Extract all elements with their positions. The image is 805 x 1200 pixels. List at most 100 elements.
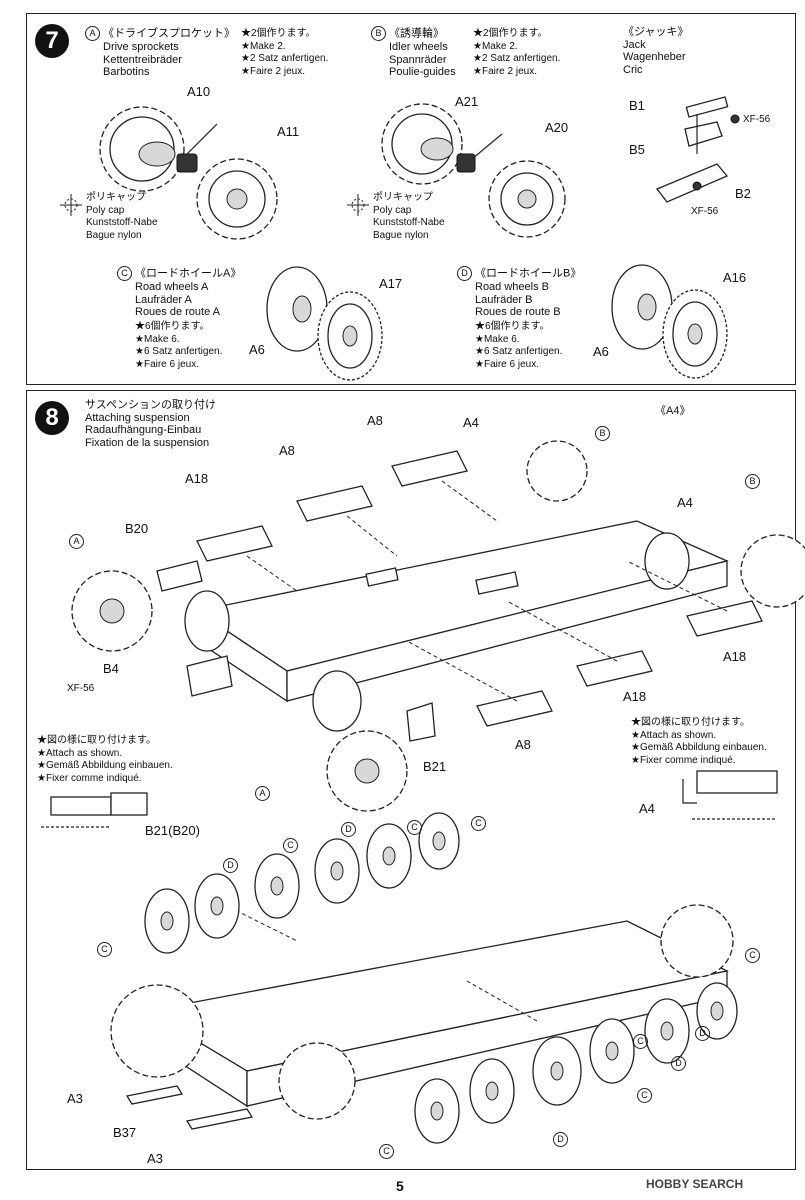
polycap-icon [60, 194, 82, 216]
step7c-fr: Roues de route A [135, 306, 221, 318]
part-label-a6-c: A6 [249, 342, 265, 357]
step7b-qty-en: ★Make 2. [473, 40, 518, 52]
step7a-qty-jp: ★2個作ります。 [241, 28, 316, 39]
letter-a-left-circle: A [69, 534, 84, 550]
suspension-lower-drawing [110, 900, 734, 1130]
road-wheel-a-drawing [266, 266, 383, 381]
label-xf56: XF-56 [67, 683, 95, 694]
step7c-qty: ★6個作ります。 ★Make 6. ★6 Satz anfertigen. ★F… [135, 321, 222, 371]
wheel-letter-top-6-circle: C [471, 816, 486, 832]
wheel-letter-top-3-circle: C [283, 838, 298, 854]
step7a-qty: ★2個作ります。 ★Make 2. ★2 Satz anfertigen. ★F… [241, 28, 328, 78]
step7a-qty-en: ★Make 2. [241, 40, 286, 52]
step7a-jp: 《ドライブスプロケット》 [103, 27, 235, 40]
step7a-fr: Barbotins [103, 66, 150, 78]
road-wheels-top-row [144, 812, 460, 954]
wheel-letter-top-2: D [223, 857, 241, 874]
label-b21: B21 [423, 759, 447, 774]
step8-title: サスペンションの取り付け Attaching suspension Radauf… [85, 399, 216, 449]
part-label-b2: B2 [735, 186, 751, 201]
letter-b-right: B [745, 473, 763, 490]
wheel-letter-top-5-circle: C [407, 820, 422, 836]
step8-panel: 8 サスペンションの取り付け Attaching suspension Rada… [26, 390, 805, 1170]
step7d-jp: 《ロードホイールB》 [475, 267, 582, 280]
part-label-a20: A20 [545, 120, 569, 135]
step7c-qty-de: ★6 Satz anfertigen. [135, 346, 223, 357]
letter-a-bottom-circle: A [255, 786, 270, 802]
wheel-letter-top-6: C [471, 815, 489, 832]
page-number: 5 [396, 1178, 404, 1194]
step7c-de: Laufräder A [135, 293, 192, 306]
note-right-fr: ★Fixer comme indiqué. [631, 754, 736, 766]
polycap-de-b: Kunststoff-Nabe [373, 217, 445, 228]
wheel-letter-top-4-circle: D [341, 822, 356, 838]
polycap-note-a: ポリキャップ Poly cap Kunststoff-Nabe Bague ny… [60, 192, 158, 242]
road-wheels-bottom-row [414, 982, 738, 1144]
wheel-letter-bottom-5: C [633, 1033, 651, 1050]
note-right-de: ★Gemäß Abbildung einbauen. [631, 742, 767, 753]
step7-number: 7 [35, 24, 69, 58]
label-b21-b20: B21(B20) [145, 823, 200, 838]
letter-a-left: A [69, 533, 87, 550]
note-right-jp: ★図の様に取り付けます。 [631, 717, 750, 728]
step7a-qty-fr: ★Faire 2 jeux. [241, 65, 305, 77]
wheel-letter-bottom-6-circle: D [695, 1026, 710, 1042]
step7d-text: D《ロードホイールB》 Road wheels B Laufräder B Ro… [457, 266, 581, 319]
letter-b-top-circle: B [595, 426, 610, 442]
polycap-icon [347, 194, 369, 216]
letter-b-top: B [595, 425, 613, 442]
polycap-en-b: Poly cap [373, 204, 412, 216]
step7b-de: Spannräder [389, 53, 447, 66]
polycap-fr-b: Bague nylon [373, 229, 429, 241]
jack-jp: 《ジャッキ》 [623, 26, 689, 38]
part-label-a11: A11 [277, 124, 300, 139]
step7d-letter: D [457, 266, 472, 281]
wheel-letter-bottom-2: D [553, 1131, 571, 1148]
polycap-en-a: Poly cap [86, 204, 125, 216]
polycap-de-a: Kunststoff-Nabe [86, 217, 158, 228]
label-b37: B37 [113, 1125, 137, 1140]
step7a-letter: A [85, 26, 100, 41]
label-a18-mid: A18 [623, 689, 647, 704]
step7b-qty-de: ★2 Satz anfertigen. [473, 53, 561, 64]
step7d-qty-fr: ★Faire 6 jeux. [475, 358, 539, 370]
note-left-fr: ★Fixer comme indiqué. [37, 772, 142, 784]
jack-en: Jack [623, 38, 646, 51]
wheel-letter-top-3: C [283, 837, 301, 854]
part-label-b1: B1 [629, 98, 645, 113]
jack-drawing [655, 96, 740, 203]
step7d-qty: ★6個作ります。 ★Make 6. ★6 Satz anfertigen. ★F… [475, 321, 562, 371]
label-a4-top: A4 [463, 415, 479, 430]
label-a8-1: A8 [279, 443, 295, 458]
step7c-text: C《ロードホイールA》 Road wheels A Laufräder A Ro… [117, 266, 241, 319]
label-a3-2: A3 [147, 1151, 163, 1166]
wheel-letter-top-2-circle: D [223, 858, 238, 874]
wheel-letter-bottom-5-circle: C [633, 1034, 648, 1050]
label-a3-1: A3 [67, 1091, 83, 1106]
suspension-upper-drawing [71, 440, 805, 812]
polycap-note-b: ポリキャップ Poly cap Kunststoff-Nabe Bague ny… [347, 192, 445, 242]
step7a-en: Drive sprockets [103, 41, 179, 53]
step7b-qty-jp: ★2個作ります。 [473, 28, 548, 39]
step7d-de: Laufräder B [475, 293, 533, 306]
step7b-fr: Poulie-guides [389, 66, 456, 78]
wheel-letter-bottom-6: D [695, 1025, 713, 1042]
step7b-jp: 《誘導輪》 [389, 27, 444, 40]
step7a-text: A《ドライブスプロケット》 Drive sprockets Kettentrei… [85, 26, 235, 79]
wheel-letter-bottom-1-circle: C [379, 1144, 394, 1160]
note-right-en: ★Attach as shown. [631, 729, 717, 741]
step7d-qty-jp: ★6個作ります。 [475, 321, 550, 332]
step7d-qty-de: ★6 Satz anfertigen. [475, 346, 563, 357]
road-wheel-b-drawing [611, 264, 728, 379]
note-left-de: ★Gemäß Abbildung einbauen. [37, 760, 173, 771]
step7b-en: Idler wheels [389, 41, 448, 53]
label-b4: B4 [103, 661, 119, 676]
label-a8-2: A8 [367, 413, 383, 428]
step7d-en: Road wheels B [475, 281, 549, 293]
step7b-qty: ★2個作ります。 ★Make 2. ★2 Satz anfertigen. ★F… [473, 28, 560, 78]
paint-xf56-1: XF-56 [743, 114, 771, 125]
polycap-fr-a: Bague nylon [86, 229, 142, 241]
label-b20: B20 [125, 521, 149, 536]
wheel-letter-bottom-3-circle: C [637, 1088, 652, 1104]
part-label-b5: B5 [629, 142, 645, 157]
